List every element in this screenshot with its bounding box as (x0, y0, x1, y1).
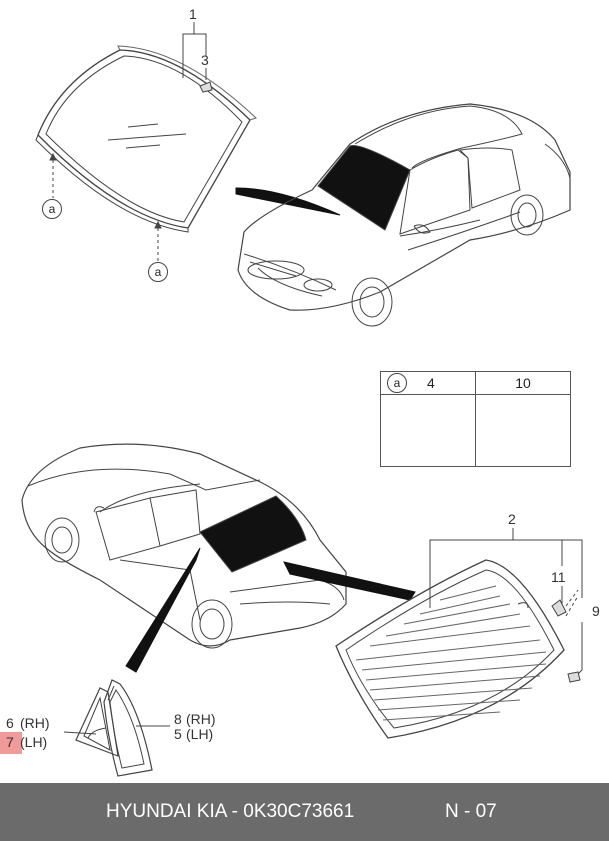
callout-7-lh: (LH) (20, 734, 48, 750)
callout-11: 11 (551, 569, 566, 585)
car-rear-view (21, 443, 347, 649)
footer-part-number: HYUNDAI KIA - 0K30C73661 (106, 801, 355, 822)
callout-a-left: a (42, 199, 62, 219)
windshield-glass (35, 45, 257, 233)
car-front-view (237, 103, 571, 327)
parts-legend-table: a 4 10 (380, 371, 571, 467)
legend-part-4: 4 (427, 375, 435, 391)
callout-7: 7 (6, 734, 14, 750)
footer-bar: HYUNDAI KIA - 0K30C73661 N - 07 (0, 783, 609, 841)
callout-3: 3 (201, 52, 209, 68)
legend-header-right: 10 (476, 372, 570, 395)
legend-part-10: 10 (515, 375, 531, 391)
callout-6: 6 (6, 715, 14, 731)
callout-8: 8 (174, 711, 182, 727)
legend-header-left: a 4 (381, 372, 475, 395)
rear-window-glass (335, 559, 565, 739)
legend-ref-a: a (387, 373, 407, 393)
callout-8-rh: (RH) (186, 711, 216, 727)
callout-5: 5 (174, 726, 182, 742)
callout-2: 2 (508, 511, 516, 527)
callout-5-lh: (LH) (186, 726, 214, 742)
callout-6-rh: (RH) (20, 715, 50, 731)
footer-page-ref: N - 07 (445, 801, 497, 822)
callout-a-bottom: a (148, 262, 168, 282)
parts-diagram (21, 22, 583, 777)
quarter-glass-front (103, 679, 153, 777)
callout-9: 9 (592, 603, 600, 619)
highlight-marker (0, 732, 22, 754)
callout-1: 1 (189, 6, 197, 22)
